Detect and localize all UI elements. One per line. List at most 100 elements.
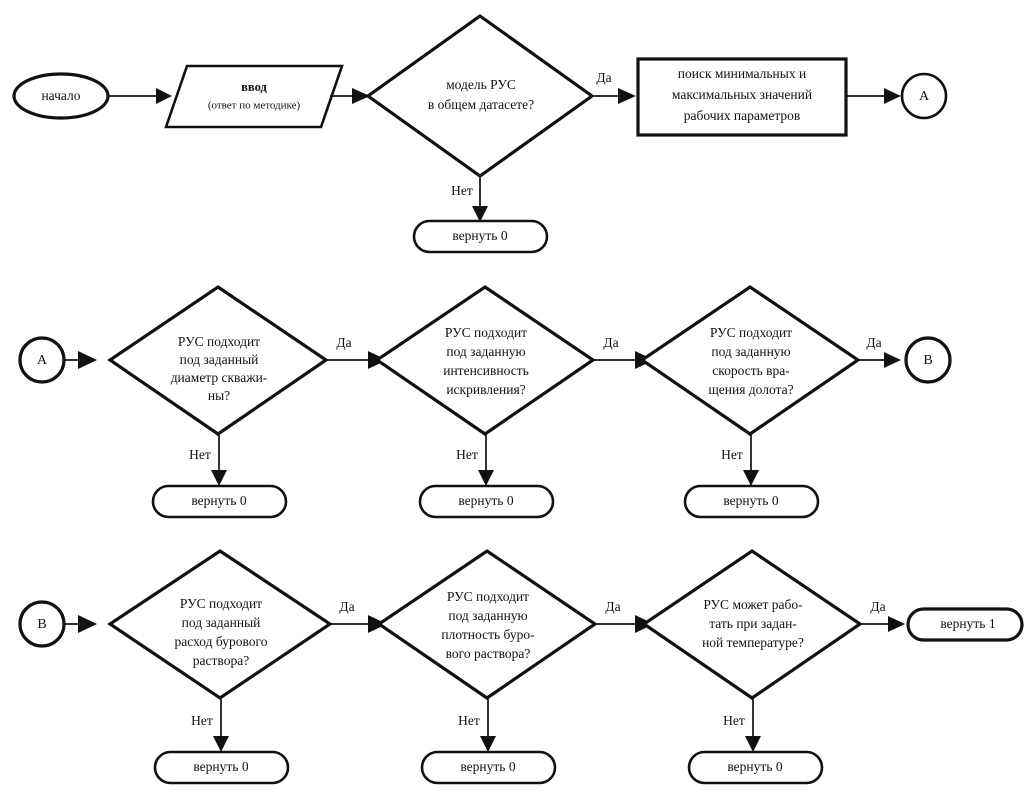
decision-label-line1: РУС подходит [710, 325, 792, 340]
decision-label-line4: раствора? [193, 653, 249, 668]
decision-diamond [639, 285, 861, 436]
decision-label-line1: РУС подходит [447, 589, 529, 604]
decision-label-line3: ной температуре? [702, 635, 804, 650]
decision-diamond [641, 549, 863, 700]
connector-label: A [37, 353, 48, 368]
decision-label-line1: РУС подходит [180, 596, 262, 611]
return-label: вернуть 0 [458, 493, 513, 508]
decision-label-line2: под заданную [446, 344, 525, 359]
arrowhead-icon [156, 88, 172, 104]
arrowhead-icon [78, 351, 97, 369]
node-process-find-minmax[interactable]: поиск минимальных и максимальных значени… [636, 57, 848, 137]
connector-circle [904, 336, 952, 384]
return-label: вернуть 1 [940, 616, 995, 631]
edge-decision-diameter-yes: Да [326, 335, 387, 369]
terminator-rounded [683, 484, 820, 519]
arrowhead-icon [352, 88, 370, 104]
edge-decision-density-yes: Да [595, 599, 654, 633]
node-decision-temperature[interactable]: РУС может рабо- тать при задан- ной темп… [641, 549, 863, 700]
edge-b-to-decision-flow-rate [64, 615, 97, 633]
return-label: вернуть 0 [452, 228, 507, 243]
connector-label: A [919, 89, 930, 104]
node-return-zero-row2-3[interactable]: вернуть 0 [683, 484, 820, 519]
decision-label-line4: вого раствора? [446, 646, 531, 661]
node-decision-curvature-intensity[interactable]: РУС подходит под заданную интенсивность … [374, 285, 596, 436]
node-return-zero-row1[interactable]: вернуть 0 [412, 219, 549, 254]
arrowhead-icon [888, 616, 905, 632]
edge-label-yes: Да [870, 599, 885, 614]
edge-a-to-decision-diameter [64, 351, 97, 369]
edge-decision-diameter-no: Нет [189, 434, 227, 486]
edge-decision-curvature-no: Нет [456, 434, 494, 486]
edge-decision-curvature-yes: Да [593, 335, 654, 369]
arrowhead-icon [618, 88, 636, 104]
decision-label-line1: модель РУС [446, 77, 516, 92]
decision-label-line2: в общем датасете? [428, 97, 534, 112]
node-input[interactable]: ввод (ответ по методике) [164, 64, 344, 129]
decision-label-line3: скорость вра- [712, 363, 790, 378]
node-return-one[interactable]: вернуть 1 [906, 607, 1024, 642]
return-label: вернуть 0 [193, 759, 248, 774]
arrowhead-icon [884, 352, 901, 368]
connector-in-b-row3[interactable]: B [18, 600, 66, 648]
decision-label-line2: под заданную [448, 608, 527, 623]
edge-decision-density-no: Нет [458, 698, 496, 752]
arrowhead-icon [743, 470, 759, 486]
edge-label-yes: Да [596, 70, 611, 85]
process-label-line1: поиск минимальных и [678, 66, 806, 81]
connector-out-a-row1[interactable]: A [900, 72, 948, 120]
node-return-zero-row3-2[interactable]: вернуть 0 [420, 750, 557, 785]
edge-label-no: Нет [189, 447, 211, 462]
decision-label-line3: диаметр скважи- [171, 370, 268, 385]
edge-label-yes: Да [603, 335, 618, 350]
edge-decision1-yes: Да [592, 70, 636, 104]
edge-decision-flow-rate-yes: Да [330, 599, 387, 633]
edge-label-no: Нет [458, 713, 480, 728]
return-label: вернуть 0 [191, 493, 246, 508]
process-label-line3: рабочих параметров [684, 108, 801, 123]
edge-decision1-no: Нет [451, 176, 488, 222]
node-start[interactable]: начало [12, 72, 110, 120]
edge-decision-temperature-no: Нет [723, 698, 761, 752]
decision-label-line4: щения долота? [708, 382, 793, 397]
arrowhead-icon [211, 470, 227, 486]
node-return-zero-row2-1[interactable]: вернуть 0 [151, 484, 288, 519]
edge-decision-rotation-yes: Да [858, 335, 901, 368]
decision-label-line1: РУС может рабо- [703, 597, 803, 612]
edge-input-to-decision1 [330, 88, 370, 104]
terminator-rounded [151, 484, 288, 519]
decision-label-line3: плотность буро- [441, 627, 535, 642]
arrowhead-icon [78, 615, 97, 633]
node-decision-mud-density[interactable]: РУС подходит под заданную плотность буро… [376, 549, 598, 700]
edge-label-yes: Да [605, 599, 620, 614]
decision-diamond [107, 285, 329, 436]
node-decision-bit-rotation-speed[interactable]: РУС подходит под заданную скорость вра- … [639, 285, 861, 436]
input-label-line1: ввод [241, 80, 267, 94]
decision-label-line2: под заданный [182, 615, 261, 630]
edge-start-to-input [108, 88, 172, 104]
connector-circle [900, 72, 948, 120]
decision-label-line3: интенсивность [443, 363, 529, 378]
node-decision-mud-flow-rate[interactable]: РУС подходит под заданный расход буровог… [107, 549, 333, 700]
edge-label-no: Нет [721, 447, 743, 462]
connector-in-a-row2[interactable]: A [18, 336, 66, 384]
node-return-zero-row3-1[interactable]: вернуть 0 [153, 750, 290, 785]
terminator-rounded [687, 750, 824, 785]
decision-label-line4: искривления? [446, 382, 525, 397]
input-label-line2: (ответ по методике) [208, 100, 301, 112]
return-label: вернуть 0 [460, 759, 515, 774]
decision-diamond [374, 285, 596, 436]
connector-out-b-row2[interactable]: B [904, 336, 952, 384]
return-label: вернуть 0 [723, 493, 778, 508]
arrowhead-icon [213, 736, 229, 752]
process-rect [636, 57, 848, 137]
node-decision-well-diameter[interactable]: РУС подходит под заданный диаметр скважи… [107, 285, 329, 436]
terminator-rounded [412, 219, 549, 254]
node-return-zero-row3-3[interactable]: вернуть 0 [687, 750, 824, 785]
arrowhead-icon [478, 470, 494, 486]
node-return-zero-row2-2[interactable]: вернуть 0 [418, 484, 555, 519]
node-decision-model-in-dataset[interactable]: модель РУС в общем датасете? [365, 14, 595, 178]
start-label: начало [41, 88, 80, 103]
